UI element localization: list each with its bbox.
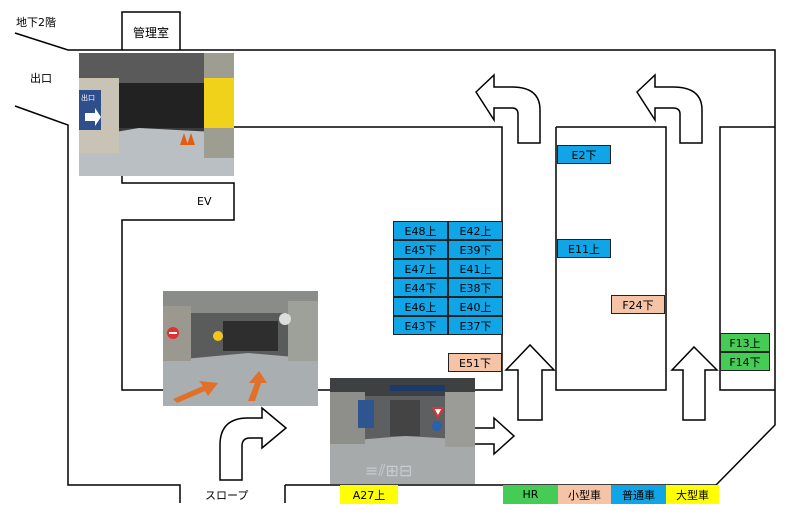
spot-e44: E44下 bbox=[393, 278, 448, 297]
spot-e48: E48上 bbox=[393, 221, 448, 240]
curved-arrow-icon bbox=[219, 406, 288, 481]
right-arrow-icon bbox=[473, 416, 516, 456]
legend-hr: HR bbox=[503, 485, 558, 504]
spot-e41: E41上 bbox=[448, 259, 503, 278]
legend-large-car: 大型車 bbox=[666, 485, 719, 504]
spot-e2: E2下 bbox=[557, 145, 611, 164]
u-turn-arrow-icon bbox=[636, 73, 703, 144]
e-spot-grid: E48上 E42上 E45下 E39下 E47上 E41上 E44下 E38下 … bbox=[393, 221, 503, 335]
exit-photo: 出口 bbox=[79, 53, 234, 176]
spot-e45: E45下 bbox=[393, 240, 448, 259]
spot-a27: A27上 bbox=[340, 485, 398, 504]
lower-corridor-photo: ≡⫽⊞⊟ bbox=[330, 378, 475, 484]
elevator-label: EV bbox=[197, 195, 212, 208]
spot-e51: E51下 bbox=[448, 353, 502, 372]
slope-label: スロープ bbox=[205, 489, 249, 502]
up-arrow-icon bbox=[504, 343, 556, 421]
corridor-photo bbox=[163, 291, 318, 406]
spot-e42: E42上 bbox=[448, 221, 503, 240]
spot-e39: E39下 bbox=[448, 240, 503, 259]
spot-e40: E40上 bbox=[448, 297, 503, 316]
spot-e38: E38下 bbox=[448, 278, 503, 297]
spot-e11: E11上 bbox=[557, 239, 611, 258]
legend-regular-car: 普通車 bbox=[611, 485, 666, 504]
spot-e37: E37下 bbox=[448, 316, 503, 335]
legend-small-car: 小型車 bbox=[558, 485, 611, 504]
spot-e47: E47上 bbox=[393, 259, 448, 278]
exit-sign-text: 出口 bbox=[81, 94, 95, 102]
admin-room-label: 管理室 bbox=[133, 26, 170, 40]
spot-f13: F13上 bbox=[720, 333, 770, 352]
svg-text:≡⫽⊞⊟: ≡⫽⊞⊟ bbox=[365, 461, 412, 480]
u-turn-arrow-icon bbox=[475, 73, 541, 144]
spot-e43: E43下 bbox=[393, 316, 448, 335]
floor-label: 地下2階 bbox=[16, 16, 56, 29]
up-arrow-icon bbox=[670, 345, 719, 421]
spot-f14: F14下 bbox=[720, 352, 770, 371]
exit-label: 出口 bbox=[30, 72, 52, 85]
spot-e46: E46上 bbox=[393, 297, 448, 316]
spot-f24: F24下 bbox=[611, 295, 665, 314]
